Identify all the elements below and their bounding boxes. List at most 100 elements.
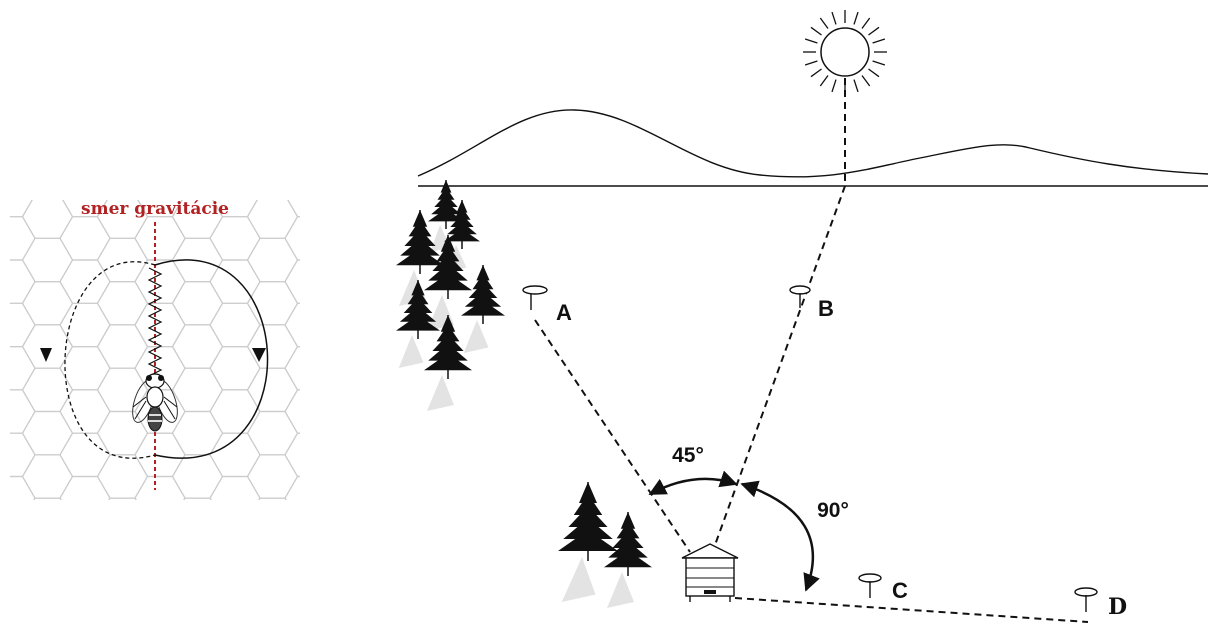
hex-cell (10, 259, 36, 304)
sun-ray (861, 17, 871, 29)
pine-tree-icon (604, 512, 652, 608)
arrow-down-icon (252, 348, 266, 362)
hex-cell (23, 541, 73, 584)
place-label-a: A (556, 300, 572, 325)
hex-cell (323, 195, 373, 238)
hex-cell (284, 432, 300, 478)
bee-icon (132, 373, 178, 432)
hex-cell (60, 520, 110, 563)
hex-cell (96, 324, 149, 369)
hex-cell (98, 152, 148, 195)
sun-ray (810, 26, 822, 36)
hex-cell (21, 454, 74, 499)
hex-cell (209, 346, 261, 391)
hex-cell (108, 497, 137, 500)
hex-cell (209, 302, 261, 348)
hex-cell (284, 259, 300, 304)
hex-cell (246, 454, 299, 499)
hex-cell (323, 541, 373, 584)
hex-cell (134, 216, 186, 261)
angle-45-label: 45° (672, 444, 704, 467)
hex-cell (59, 259, 111, 304)
hex-cell (246, 237, 299, 283)
hex-cell (59, 432, 111, 478)
sun-ray (868, 26, 880, 36)
hex-cell (10, 302, 36, 348)
sun-ray (853, 79, 859, 93)
hive-to-a-line (534, 319, 691, 553)
sun-ray (853, 11, 859, 25)
hex-cell (60, 130, 110, 173)
hex-cell (323, 368, 373, 411)
hex-cell (323, 152, 373, 195)
hex-cell (248, 541, 298, 584)
place-label-b: B (818, 296, 834, 321)
hex-cell (134, 432, 186, 478)
hills-outline (417, 109, 1209, 178)
hex-cell (284, 475, 300, 500)
hex-cell (171, 454, 224, 499)
honeycomb-grid (0, 130, 373, 584)
hex-cell (0, 520, 35, 563)
sun-ray (810, 68, 822, 78)
pine-tree-icon (396, 280, 440, 368)
angle-90-arc (740, 480, 820, 592)
sun-ray (804, 60, 818, 66)
dance-loop-right (154, 259, 269, 459)
hex-cell (210, 130, 260, 173)
hex-cell (246, 367, 299, 413)
sun-ray (868, 68, 880, 78)
sun-ray (831, 11, 837, 25)
forest-near-hive (558, 482, 652, 608)
hex-cell (246, 200, 299, 239)
food-source-b-icon (789, 285, 811, 308)
hex-cell (323, 412, 373, 455)
hex-cell (96, 367, 149, 413)
hex-cell (96, 410, 149, 456)
sun-ray (804, 38, 818, 44)
hex-cell (173, 541, 223, 584)
hex-cell (171, 410, 224, 456)
hive-to-cd-line (734, 597, 1089, 623)
hex-cell (59, 389, 111, 434)
place-label-c: C (892, 578, 908, 603)
hex-cell (171, 281, 224, 326)
hex-cell (323, 325, 373, 368)
pine-tree-icon (558, 482, 618, 602)
hex-cell (10, 346, 36, 391)
arrow-down-icon (40, 348, 52, 362)
food-source-a-icon (522, 285, 548, 310)
food-source-d-icon (1074, 587, 1098, 612)
hex-cell (248, 152, 298, 195)
hex-cell (323, 238, 373, 281)
hex-cell (173, 152, 223, 195)
dance-loop-left (64, 261, 156, 459)
hex-cell (21, 200, 74, 239)
hex-cell (287, 200, 300, 218)
hex-cell (285, 130, 335, 173)
hex-cell (135, 520, 185, 563)
hex-cell (10, 200, 33, 218)
sun-ray (872, 60, 886, 66)
hex-cell (134, 475, 186, 500)
hex-cell (21, 410, 74, 456)
hex-cell (284, 389, 300, 434)
hex-cell (21, 281, 74, 326)
hex-cell (284, 302, 300, 348)
pine-tree-icon (461, 265, 505, 353)
hex-cell (285, 520, 335, 563)
hex-cell (59, 475, 111, 500)
sun-ray (831, 79, 837, 93)
hex-cell (209, 389, 261, 434)
hex-cell (284, 216, 300, 261)
hex-cell (135, 130, 185, 173)
angle-45-arc (648, 470, 738, 496)
pine-tree-icon (424, 315, 472, 411)
hex-cell (284, 346, 300, 391)
hex-cell (96, 281, 149, 326)
hex-cell (323, 498, 373, 541)
hex-cell (209, 216, 261, 261)
angle-90-label: 90° (817, 499, 849, 522)
hex-cell (246, 324, 299, 369)
